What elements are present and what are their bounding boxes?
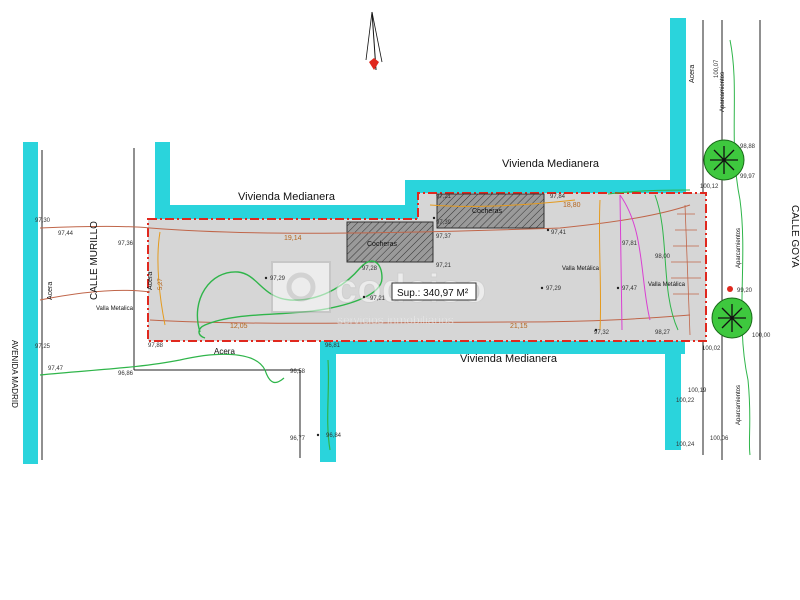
elevation-label: 99,97 bbox=[740, 174, 756, 180]
elevation-label: 98,88 bbox=[740, 144, 756, 150]
elevation-label: 97,30 bbox=[35, 218, 51, 224]
label-valla-3: Valla Metálica bbox=[648, 282, 686, 288]
tree-bottom bbox=[711, 297, 753, 339]
elevation-label: 100,06 bbox=[710, 436, 729, 442]
street-lines bbox=[41, 20, 761, 460]
elevation-label: 100,24 bbox=[676, 442, 695, 448]
label-aparcamientos-2: Aparcamientos bbox=[736, 228, 742, 268]
elevation-label: 97,29 bbox=[546, 286, 562, 292]
elevation-label: 97,21 bbox=[436, 263, 452, 269]
elevation-label: 100,12 bbox=[700, 184, 719, 190]
elevation-label: 97,47 bbox=[48, 366, 64, 372]
dim-bottom: 12,05 bbox=[230, 323, 248, 330]
label-vivienda-top-right: Vivienda Medianera bbox=[502, 158, 600, 170]
elevation-label: 97,29 bbox=[270, 276, 286, 282]
elevation-label: 96,84 bbox=[326, 433, 342, 439]
label-vivienda-top-left: Vivienda Medianera bbox=[238, 191, 336, 203]
tree-top bbox=[703, 139, 745, 181]
wall-top-right bbox=[405, 180, 685, 194]
elevation-label: 100,07 bbox=[714, 59, 720, 78]
dim-left: 5,27 bbox=[158, 278, 164, 290]
wall-right-upper bbox=[670, 18, 686, 193]
dim-right-top: 18,80 bbox=[563, 202, 581, 209]
label-acera-bottom: Acera bbox=[214, 347, 235, 356]
watermark-sub: servicios inmobiliarios bbox=[337, 313, 454, 327]
label-cochera-2: Cocheras bbox=[472, 208, 502, 215]
wall-top-left bbox=[155, 205, 418, 219]
label-acera-right: Acera bbox=[689, 65, 696, 83]
point-markers bbox=[264, 216, 620, 437]
elevation-label: 96,58 bbox=[290, 369, 306, 375]
elevation-label: 100,22 bbox=[676, 398, 695, 404]
elevation-label: 96,86 bbox=[118, 371, 134, 377]
label-avenida: AVENIDA MADRID bbox=[10, 340, 19, 408]
elevation-label: 97,32 bbox=[594, 330, 610, 336]
elevation-label: 97,88 bbox=[148, 343, 164, 349]
label-calle-goya: CALLE GOYA bbox=[789, 205, 800, 268]
dim-top: 19,14 bbox=[284, 235, 302, 242]
elevation-label: 97,47 bbox=[622, 286, 638, 292]
elevation-label: 97,84 bbox=[550, 194, 566, 200]
elevation-points: 97,30 97,44 97,36 97,21 97,39 97,37 97,2… bbox=[35, 59, 771, 448]
elevation-label: 100,19 bbox=[688, 388, 707, 394]
elevation-label: 97,21 bbox=[370, 296, 386, 302]
elevation-label: 97,41 bbox=[551, 230, 567, 236]
cochera-shape-2 bbox=[436, 193, 545, 229]
elevation-label: 96,77 bbox=[290, 436, 306, 442]
wall-right-lower bbox=[665, 340, 681, 450]
wall-strips bbox=[23, 18, 686, 464]
elevation-label: 97,37 bbox=[436, 234, 452, 240]
label-acera-left: Acera bbox=[47, 282, 54, 300]
elevation-label: 97,44 bbox=[58, 231, 74, 237]
surface-label: Sup.: 340,97 M² bbox=[397, 288, 469, 299]
elevation-label: 97,36 bbox=[118, 241, 134, 247]
elevation-label: 97,39 bbox=[436, 220, 452, 226]
wall-bottom bbox=[320, 340, 685, 354]
label-acera-lot: Acera bbox=[147, 272, 154, 290]
dim-mid-bottom: 21,15 bbox=[510, 323, 528, 330]
label-valla-1: Valla Metalica bbox=[96, 306, 134, 312]
elevation-label: 97,28 bbox=[362, 266, 378, 272]
elevation-label: 97,81 bbox=[622, 241, 638, 247]
north-arrow-icon bbox=[365, 11, 383, 71]
surface-box bbox=[391, 282, 477, 301]
label-calle-murillo: CALLE MURILLO bbox=[89, 221, 100, 300]
cochera-shape-1 bbox=[346, 221, 434, 263]
elevation-label: 100,00 bbox=[752, 333, 771, 339]
elevation-label: 98,27 bbox=[655, 330, 671, 336]
contours bbox=[39, 39, 751, 456]
wall-far-left bbox=[23, 142, 38, 464]
label-aparcamientos-3: Aparcamientos bbox=[736, 385, 742, 425]
label-valla-2: Valla Metálica bbox=[562, 266, 600, 272]
label-aparcamientos-1: Aparcamientos bbox=[720, 72, 726, 112]
label-cochera-1: Cocheras bbox=[367, 241, 397, 248]
utility-point bbox=[727, 286, 733, 292]
wall-left-upper bbox=[155, 142, 170, 218]
elevation-label: 99,20 bbox=[737, 288, 753, 294]
elevation-label: 97,25 bbox=[35, 344, 51, 350]
label-vivienda-bottom: Vivienda Medianera bbox=[460, 353, 558, 365]
elevation-label: 98,00 bbox=[655, 254, 671, 260]
elevation-label: 96,81 bbox=[325, 343, 341, 349]
elevation-label: 97,21 bbox=[436, 194, 452, 200]
elevation-label: 100,02 bbox=[702, 346, 721, 352]
